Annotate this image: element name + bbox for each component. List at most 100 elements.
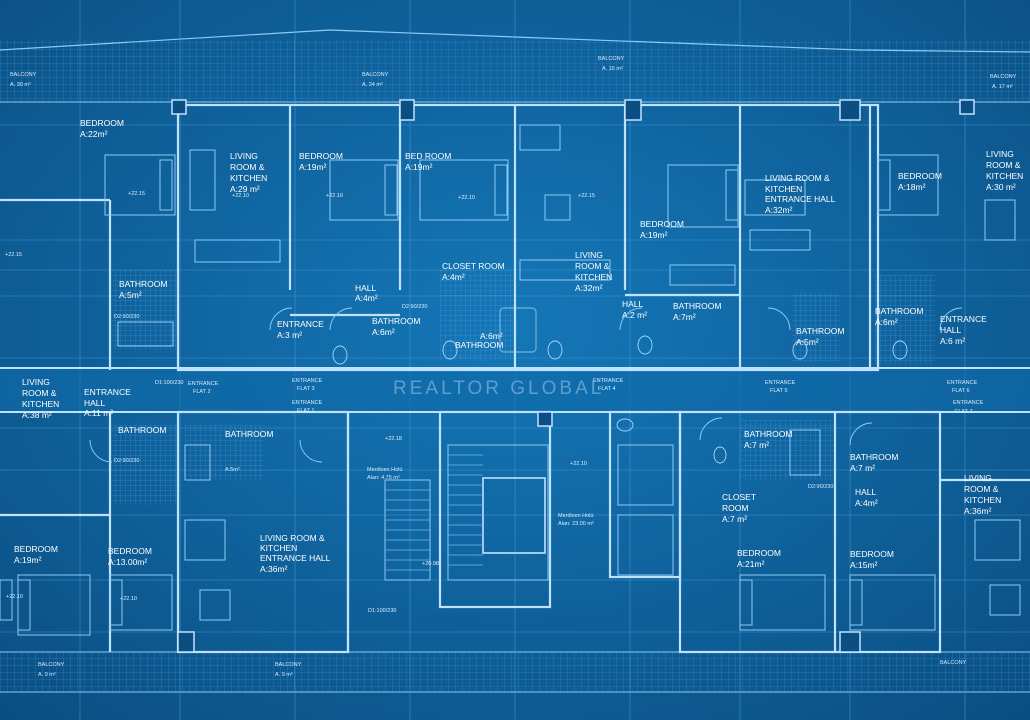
- label-entrance-hall-6-area: A:6 m²: [940, 336, 965, 346]
- walls: [0, 103, 1030, 654]
- label-elev-1: +22.15: [128, 191, 145, 197]
- label-bathroom-6a: BATHROOM: [372, 316, 420, 326]
- label-bedroom-19d: BEDROOM: [14, 544, 58, 554]
- label-bedroom-19c-area: A:19m²: [640, 230, 668, 240]
- label-hall-4b-area: A:4m²: [855, 498, 878, 508]
- label-living-36-area: A:36m²: [260, 564, 288, 574]
- label-living-29-area: A:29 m²: [230, 184, 260, 194]
- label-bedroom-19a-area: A:19m²: [299, 162, 327, 172]
- label-balcony-b1: BALCONY: [38, 662, 65, 668]
- label-living-30: LIVING: [986, 149, 1014, 159]
- label-bathroom-7c: BATHROOM: [850, 452, 898, 462]
- label-elev-6: +22.15: [578, 193, 595, 199]
- label-entrance-flat2-b: FLAT 2: [193, 389, 211, 395]
- label-door-code-4: D2:90/230: [114, 314, 139, 320]
- label-balcony-t2: BALCONY: [362, 72, 389, 78]
- label-bathroom-7a: BATHROOM: [673, 301, 721, 311]
- label-bathroom-7c-area: A:7 m²: [850, 463, 875, 473]
- watermark-text: REALTOR GLOBAL: [393, 378, 604, 399]
- furniture-beds: [17, 154, 939, 636]
- label-bathroom-l2: BATHROOM: [225, 429, 273, 439]
- label-hall-4: HALL: [355, 283, 377, 293]
- label-bedroom-13: BEDROOM: [108, 546, 152, 556]
- label-balcony-b2-area: A. 9 m²: [275, 672, 293, 678]
- label-entrance-hall-6: ENTRANCE: [940, 314, 987, 324]
- label-living-32-b: ROOM &: [575, 261, 610, 271]
- label-living-38-b: ROOM &: [22, 388, 57, 398]
- label-bedroom-22: BEDROOM: [80, 118, 124, 128]
- label-living-eh-area: A:32m²: [765, 205, 793, 215]
- label-entrance-hall-6-b: HALL: [940, 325, 962, 335]
- label-entrance-3: ENTRANCE: [277, 319, 324, 329]
- furniture-kitchens: [0, 124, 1021, 621]
- label-bathroom-l2-area: A:5m²: [225, 467, 240, 473]
- label-living-29-c: KITCHEN: [230, 173, 267, 183]
- label-bathroom-5b: BATHROOM: [796, 326, 844, 336]
- label-bedroom-21: BEDROOM: [737, 548, 781, 558]
- label-stair-b-area: Alan: 23.00 m²: [558, 521, 594, 527]
- label-bedroom-19b-area: A:19m²: [405, 162, 433, 172]
- label-bathroom-7b: BATHROOM: [744, 429, 792, 439]
- label-living-30-area: A:30 m²: [986, 182, 1016, 192]
- watermark-logo: REALTOR GLOBAL: [393, 307, 604, 399]
- label-living-32-area: A:32m²: [575, 283, 603, 293]
- label-hall-2-area: A:2 m²: [622, 310, 647, 320]
- label-hall-4b: HALL: [855, 487, 877, 497]
- label-closet-7-b: ROOM: [722, 503, 748, 513]
- label-living-32: LIVING: [575, 250, 603, 260]
- label-closet-4: CLOSET ROOM: [442, 261, 505, 271]
- label-entrance-flat3: ENTRANCE: [292, 378, 323, 384]
- label-entrance-flat4-b: FLAT 4: [598, 386, 616, 392]
- label-entrance-hall-11: ENTRANCE: [84, 387, 131, 397]
- tiled-areas: [110, 270, 935, 505]
- label-bedroom-15-area: A:15m²: [850, 560, 878, 570]
- label-living-38: LIVING: [22, 377, 50, 387]
- door-swings: [89, 307, 963, 463]
- label-bathroom-5b-area: A:5m²: [796, 337, 819, 347]
- label-bedroom-19a: BEDROOM: [299, 151, 343, 161]
- label-bedroom-13-area: A:13.00m²: [108, 557, 147, 567]
- label-bedroom-19c: BEDROOM: [640, 219, 684, 229]
- label-balcony-b1-area: A. 9 m²: [38, 672, 56, 678]
- label-bedroom-21-area: A:21m²: [737, 559, 765, 569]
- label-living-36: LIVING ROOM &: [260, 533, 325, 543]
- label-closet-4-area: A:4m²: [442, 272, 465, 282]
- label-living-eh-b: KITCHEN: [765, 184, 802, 194]
- label-door-code-5: D1:100/230: [368, 608, 396, 614]
- label-living-30-b: ROOM &: [986, 160, 1021, 170]
- label-living-36b-area: A:36m²: [964, 506, 992, 516]
- label-elev-4: +22.15: [5, 252, 22, 258]
- label-entrance-flat1: ENTRANCE: [292, 400, 323, 406]
- label-bedroom-18: BEDROOM: [898, 171, 942, 181]
- label-balcony-t4-area: A. 17 m²: [992, 84, 1013, 90]
- label-balcony-b2: BALCONY: [275, 662, 302, 668]
- label-living-38-area: A:38 m²: [22, 410, 52, 420]
- label-bath-center-area: A:6m²: [480, 331, 503, 341]
- label-living-36-c: ENTRANCE HALL: [260, 553, 331, 563]
- label-bathroom-6b: BATHROOM: [875, 306, 923, 316]
- label-entrance-flat6: ENTRANCE: [947, 380, 978, 386]
- label-balcony-t3-area: A. 15 m²: [602, 66, 623, 72]
- label-hall-2: HALL: [622, 299, 644, 309]
- label-entrance-flat6-b: FLAT 6: [952, 388, 970, 394]
- label-bedroom-15: BEDROOM: [850, 549, 894, 559]
- label-elev-5: +22.10: [458, 195, 475, 201]
- label-bathroom-5: BATHROOM: [119, 279, 167, 289]
- label-entrance-flat2: ENTRANCE: [188, 381, 219, 387]
- label-bathroom-5-area: A:5m²: [119, 290, 142, 300]
- label-entrance-flat7: ENTRANCE: [953, 400, 984, 406]
- label-entrance-3-area: A:3 m²: [277, 330, 302, 340]
- label-bathroom-6a-area: A:6m²: [372, 327, 395, 337]
- label-living-30-c: KITCHEN: [986, 171, 1023, 181]
- label-living-38-c: KITCHEN: [22, 399, 59, 409]
- label-door-code-2: D2:90/230: [402, 304, 427, 310]
- columns: [171, 99, 975, 653]
- label-living-36b: LIVING: [964, 473, 992, 483]
- label-entrance-flat5: ENTRANCE: [765, 380, 796, 386]
- label-balcony-t4: BALCONY: [990, 74, 1017, 80]
- label-entrance-flat4: ENTRANCE: [593, 378, 624, 384]
- room-labels: BALCONY A. 30 m² BALCONY A. 24 m² BALCON…: [5, 56, 1023, 678]
- label-elev-10: +22.10: [570, 461, 587, 467]
- label-balcony-tl-area: A. 30 m²: [10, 82, 31, 88]
